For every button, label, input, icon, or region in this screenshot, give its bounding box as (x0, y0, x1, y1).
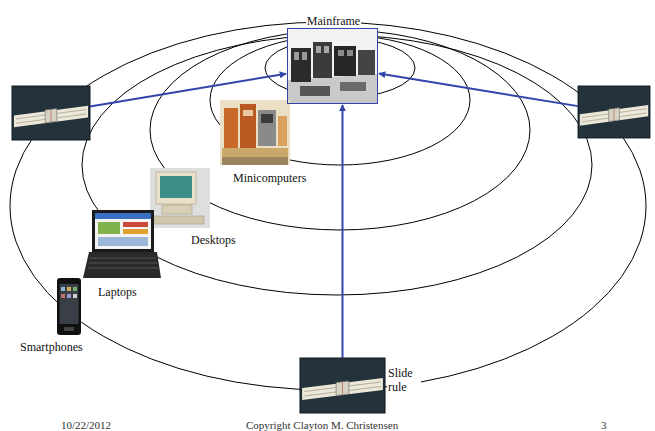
arrow-connector (342, 105, 344, 358)
arrow-connector (90, 74, 286, 107)
node-label: Laptops (97, 285, 138, 299)
arrow-connector (379, 74, 578, 107)
label-holder: Laptops (97, 282, 138, 300)
market-ellipses (10, 22, 646, 390)
slide-rule-picture (12, 86, 90, 140)
label-holder: Desktops (190, 230, 237, 248)
slide-rule-picture (578, 86, 650, 138)
node-label: Mainframe (306, 14, 361, 28)
slide-rule-picture: Slide rule (300, 358, 385, 413)
page-number: 3 (600, 419, 608, 431)
node-label: Minicomputers (232, 171, 307, 185)
date-footer: 10/22/2012 (60, 419, 112, 431)
label-holder: Smartphones (19, 337, 84, 355)
node-label: Desktops (190, 233, 237, 247)
minicomputer-picture: Minicomputers (220, 100, 290, 165)
desktop-picture: Desktops (150, 168, 210, 228)
label-holder: Slide rule (387, 366, 421, 395)
label-holder: Minicomputers (232, 168, 307, 186)
mainframe-image (287, 28, 378, 104)
mainframe-box: Mainframe (287, 28, 378, 104)
laptop-image (83, 210, 161, 278)
label-holder: 3 (600, 415, 608, 431)
label-holder: Mainframe (263, 11, 404, 29)
label-holder: 10/22/2012 (60, 415, 112, 431)
laptop-picture: Laptops (83, 208, 161, 280)
node-label: Smartphones (19, 340, 84, 354)
label-holder: Copyright Clayton M. Christensen (245, 415, 399, 431)
copyright-footer: Copyright Clayton M. Christensen (245, 419, 399, 431)
slide-rule-image (12, 86, 650, 413)
smartphone-image (57, 278, 81, 335)
minicomputer-image (220, 100, 290, 165)
desktop-image (150, 168, 210, 228)
node-label: Slide rule (387, 366, 421, 394)
smartphone-picture: Smartphones (57, 278, 81, 335)
